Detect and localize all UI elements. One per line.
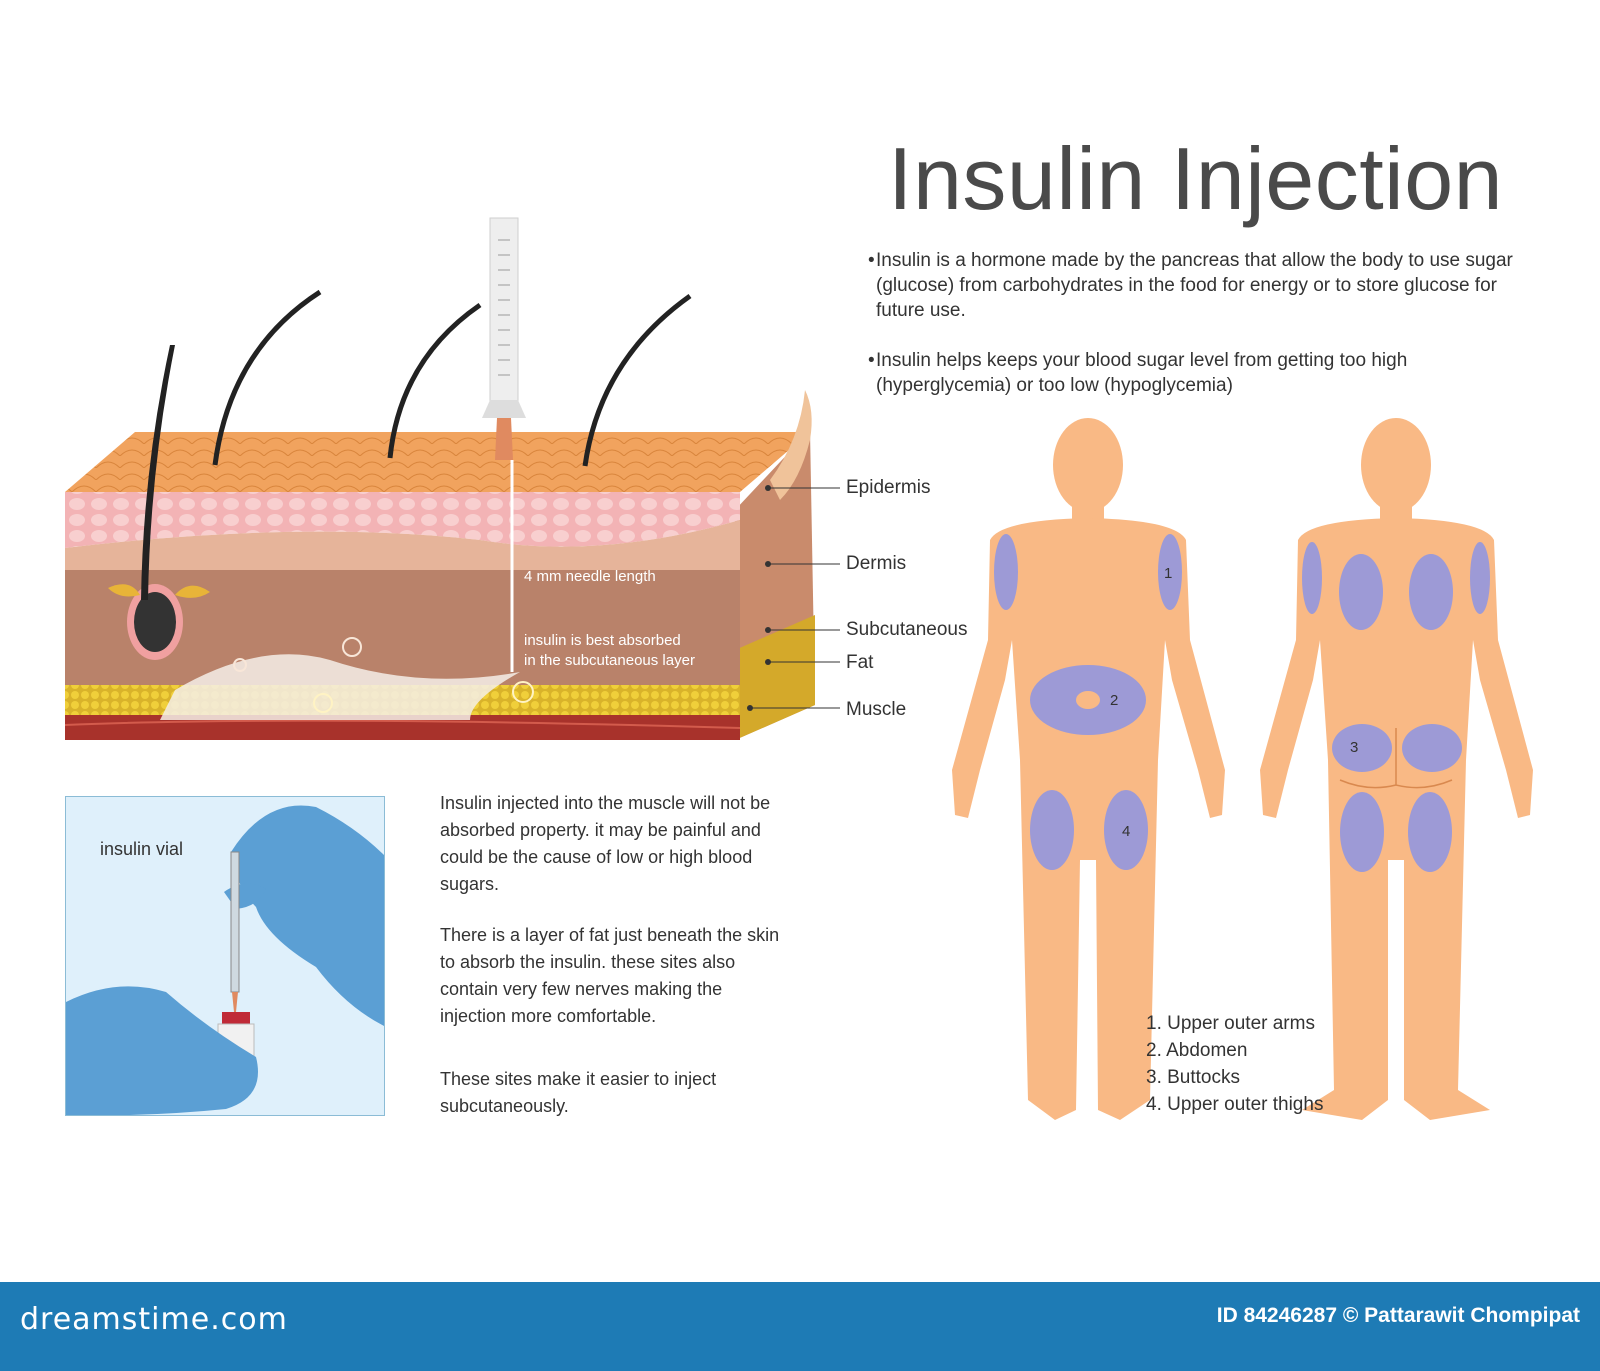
site-number-3: 3 — [1350, 739, 1358, 756]
lower-hand — [66, 986, 258, 1115]
back-site-markers — [1302, 542, 1490, 872]
peeled-epidermis-flap — [770, 390, 812, 500]
hands-syringe-vial-drawing — [66, 805, 384, 1115]
paragraph-fat-layer: There is a layer of fat just beneath the… — [440, 925, 780, 1026]
label-epidermis: Epidermis — [846, 477, 931, 498]
back-body-figure — [1260, 418, 1533, 1120]
absorption-label-line2: in the subcutaneous layer — [524, 652, 695, 669]
site-marker-back-right — [1409, 554, 1453, 630]
footer-bar: dreamstime.com ID 84246287 © Pattarawit … — [0, 1282, 1600, 1371]
list-item: 2. Abdomen — [1146, 1040, 1248, 1061]
site-marker-thigh-left — [1030, 790, 1074, 870]
site-marker-thigh-left — [1340, 792, 1384, 872]
hair-strand — [212, 289, 322, 466]
bullet-dot-icon: • — [868, 350, 875, 371]
injection-sites-list: 1. Upper outer arms 2. Abdomen 3. Buttoc… — [1146, 1010, 1323, 1118]
skin-cross-section-diagram — [64, 217, 840, 740]
navel — [1076, 691, 1100, 709]
label-dermis: Dermis — [846, 553, 907, 574]
body-injection-sites-diagram: 1 2 3 4 — [952, 418, 1533, 1120]
insulin-vial-label: insulin vial — [100, 839, 184, 859]
site-marker-arm-right — [1158, 534, 1182, 610]
site-marker-thigh-right — [1408, 792, 1452, 872]
syringe-barrel — [489, 217, 519, 404]
brand-logo-text: dreamstime.com — [20, 1302, 288, 1337]
paragraph-injection-sites: These sites make it easier to inject sub… — [440, 1069, 717, 1116]
paragraph-muscle-warning: Insulin injected into the muscle will no… — [440, 793, 771, 894]
page-title: Insulin Injection — [888, 129, 1504, 228]
image-credit: ID 84246287 © Pattarawit Chompipat — [1216, 1304, 1580, 1327]
dermis-upper — [65, 520, 740, 570]
buttocks-contour — [1339, 728, 1453, 789]
vial-cap — [222, 1012, 250, 1024]
hair-strand — [387, 302, 482, 459]
hair-strand — [582, 293, 692, 467]
site-marker-buttock-left — [1332, 724, 1392, 772]
info-bullet-2: • Insulin helps keeps your blood sugar l… — [868, 348, 1536, 398]
bullet-text: Insulin helps keeps your blood sugar lev… — [876, 350, 1408, 396]
bullet-dot-icon: • — [868, 250, 875, 271]
label-subcutaneous: Subcutaneous — [846, 619, 968, 640]
absorption-label-line1: insulin is best absorbed — [524, 632, 681, 649]
site-marker-arm-left — [994, 534, 1018, 610]
label-muscle: Muscle — [846, 699, 907, 720]
insulin-deposit — [160, 654, 520, 720]
upper-hand — [231, 805, 384, 1026]
label-fat: Fat — [846, 652, 874, 673]
needle-hub — [495, 418, 513, 460]
list-item: 1. Upper outer arms — [1146, 1013, 1315, 1034]
list-item: 4. Upper outer thighs — [1146, 1094, 1324, 1115]
syringe — [230, 851, 240, 993]
site-number-1: 1 — [1164, 565, 1172, 582]
site-number-4: 4 — [1122, 823, 1130, 840]
site-marker-thigh-right — [1104, 790, 1148, 870]
bullet-text: Insulin is a hormone made by the pancrea… — [876, 250, 1513, 321]
needle-length-label: 4 mm needle length — [524, 568, 656, 585]
skin-top-surface — [65, 432, 810, 492]
site-marker-buttock-right — [1402, 724, 1462, 772]
epidermis-layer — [65, 492, 740, 548]
insulin-vial-illustration: insulin vial — [65, 796, 385, 1116]
site-marker-back-left — [1339, 554, 1383, 630]
info-bullet-1: • Insulin is a hormone made by the pancr… — [868, 248, 1536, 323]
site-marker-arm-left — [1302, 542, 1322, 614]
fat-side-face — [735, 615, 815, 740]
hair-strand — [141, 345, 175, 600]
site-number-2: 2 — [1110, 692, 1118, 709]
front-body-figure — [952, 418, 1225, 1120]
site-marker-arm-right — [1470, 542, 1490, 614]
list-item: 3. Buttocks — [1146, 1067, 1240, 1088]
